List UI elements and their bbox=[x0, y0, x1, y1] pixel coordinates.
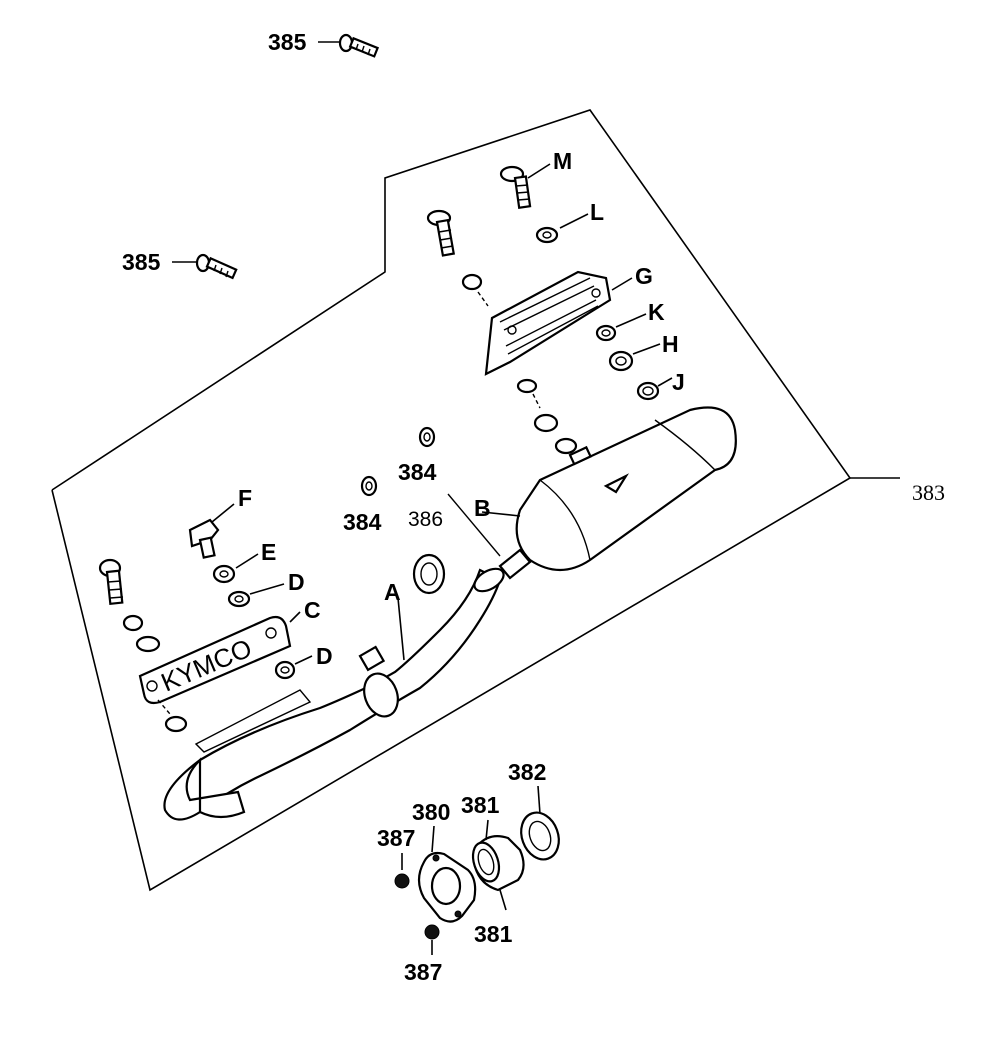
part-381-bottom-label: 381 bbox=[474, 921, 513, 947]
part-384-b-label: 384 bbox=[343, 509, 382, 535]
bolt-G-left bbox=[426, 209, 456, 257]
letter-E-label: E bbox=[261, 539, 276, 565]
part-385-top-label: 385 bbox=[268, 29, 307, 55]
nut-384-b: 384 bbox=[343, 475, 382, 535]
letter-M-label: M bbox=[553, 148, 572, 174]
letter-D-lower-label: D bbox=[316, 643, 333, 669]
bolt-M: M bbox=[499, 148, 572, 209]
washer-under-G-3 bbox=[554, 437, 578, 455]
part-383-label: 383 bbox=[912, 480, 945, 505]
heat-shield-logo-text: KYMCO bbox=[157, 633, 256, 698]
part-387-top-label: 387 bbox=[377, 825, 415, 851]
collar-381: 381 381 bbox=[461, 792, 525, 947]
letter-B-label: B bbox=[474, 495, 491, 521]
washer-K: K bbox=[595, 299, 665, 342]
nut-387-bottom: 387 bbox=[404, 924, 442, 985]
part-381-top-label: 381 bbox=[461, 792, 500, 818]
washer-front-left-1 bbox=[122, 614, 144, 632]
part-380-label: 380 bbox=[412, 799, 450, 825]
part-387-bottom-label: 387 bbox=[404, 959, 442, 985]
part-385-left-label: 385 bbox=[122, 249, 161, 275]
letter-L-label: L bbox=[590, 199, 604, 225]
letter-F-label: F bbox=[238, 485, 252, 511]
heat-shield-G: G bbox=[484, 263, 653, 376]
bolt-F: F bbox=[188, 485, 252, 559]
letter-J-label: J bbox=[672, 369, 685, 395]
letter-K-label: K bbox=[648, 299, 665, 325]
washer-front-left-3 bbox=[164, 715, 188, 733]
washer-under-G-1 bbox=[516, 378, 538, 394]
washer-under-G-2 bbox=[533, 413, 559, 433]
gasket-382: 382 bbox=[508, 759, 560, 861]
washer-front-left-2 bbox=[135, 635, 161, 653]
washer-L: L bbox=[535, 199, 604, 244]
gasket-386: 386 bbox=[408, 508, 446, 595]
bolt-front-left bbox=[98, 558, 124, 606]
letter-H-label: H bbox=[662, 331, 679, 357]
washer-D-lower: D bbox=[274, 643, 333, 680]
bolt-385-top: 385 bbox=[268, 29, 380, 58]
letter-D-upper-label: D bbox=[288, 569, 305, 595]
washer-G-left bbox=[461, 273, 483, 291]
part-382-label: 382 bbox=[508, 759, 546, 785]
nut-387-top: 387 bbox=[377, 825, 415, 889]
bolt-385-left: 385 bbox=[122, 249, 238, 280]
exhaust-pipe-A: A bbox=[163, 567, 505, 821]
part-384-a-label: 384 bbox=[398, 459, 437, 485]
letter-G-label: G bbox=[635, 263, 653, 289]
washer-J: J bbox=[636, 369, 685, 401]
nut-H: H bbox=[608, 331, 679, 372]
part-386-label: 386 bbox=[408, 508, 443, 531]
letter-A-label: A bbox=[384, 579, 401, 605]
nut-E: E bbox=[212, 539, 276, 584]
letter-C-label: C bbox=[304, 597, 321, 623]
muffler-B: B bbox=[474, 406, 737, 580]
nut-384-a: 384 bbox=[398, 426, 501, 557]
washer-D-upper: D bbox=[227, 569, 305, 608]
flange-380: 380 bbox=[412, 799, 477, 923]
assembly-outline bbox=[51, 109, 852, 892]
